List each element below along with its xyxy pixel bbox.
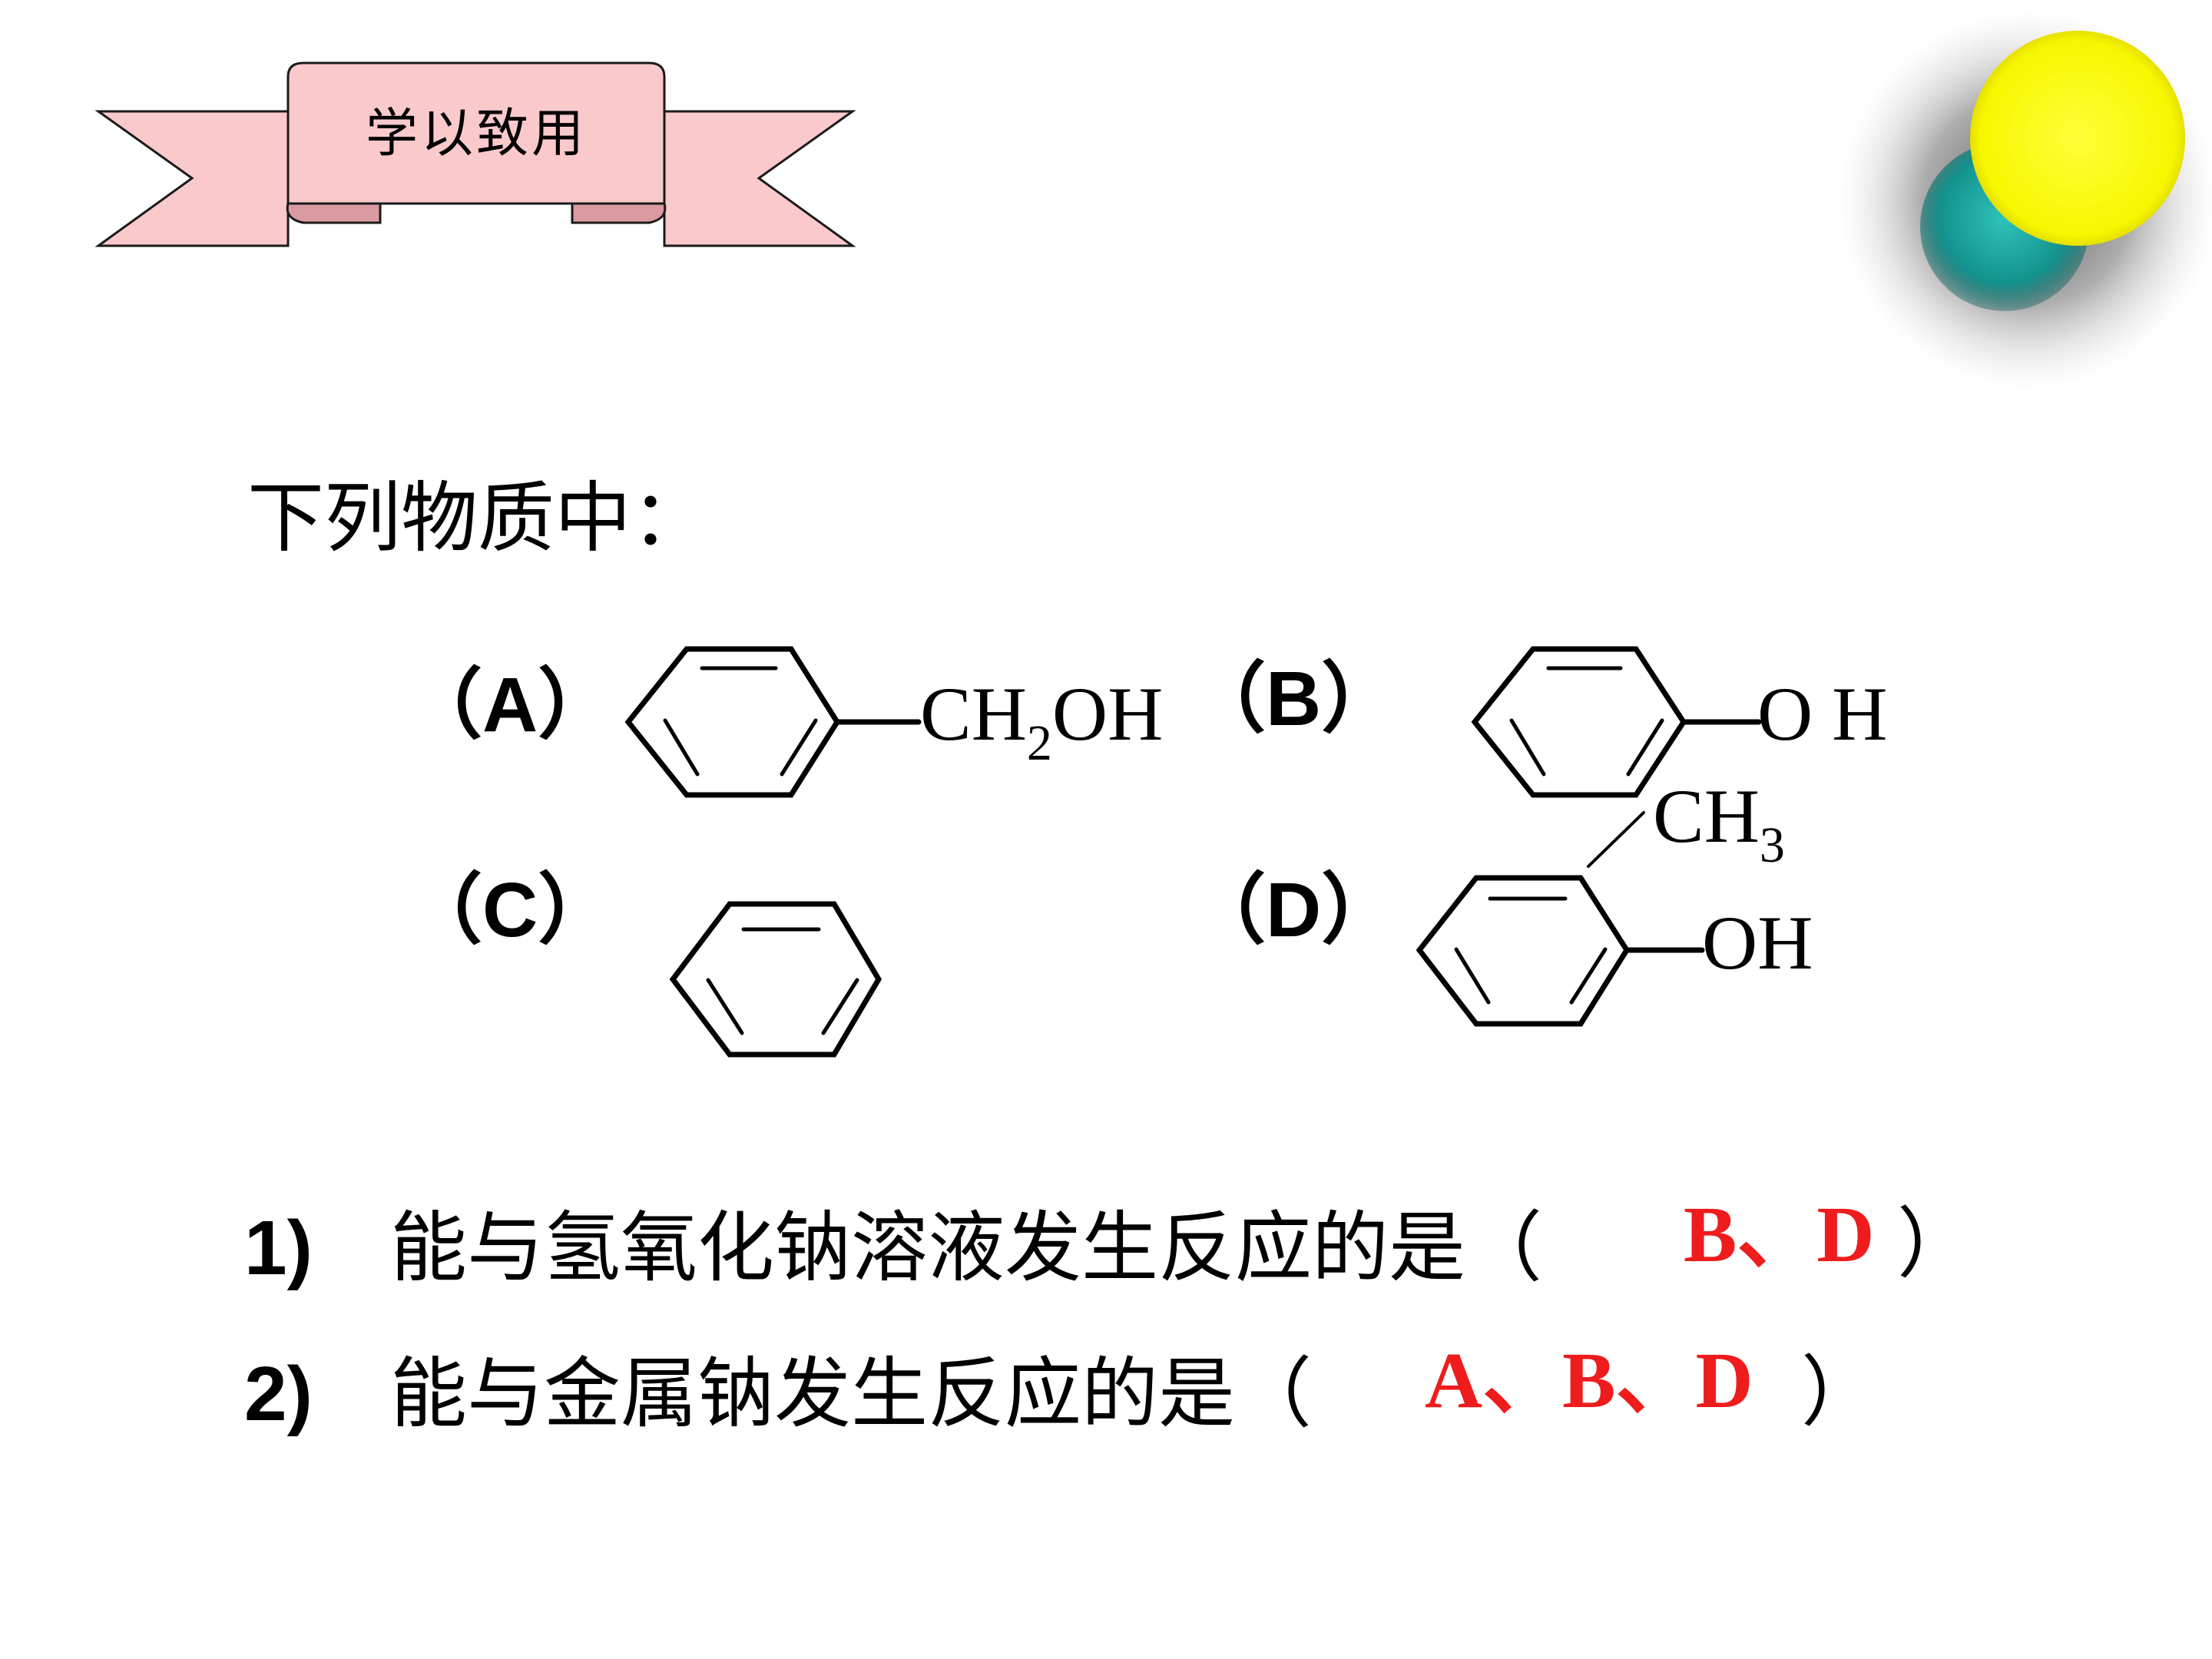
option-d-top-main: CH — [1653, 773, 1760, 859]
question-2-text: 能与金属钠发生反应的是（ — [390, 1349, 1312, 1439]
benzene-ring-d — [1416, 811, 1705, 1027]
question-2-answer: A、B、D — [1425, 1336, 1753, 1425]
benzene-ring-b — [1471, 646, 1762, 798]
option-a-formula-sub: 2 — [1026, 715, 1052, 771]
banner-title: 学以致用 — [365, 104, 587, 164]
question-1-answer: B、D — [1684, 1190, 1875, 1279]
question-2-close: ） — [1801, 1347, 1878, 1437]
option-b-label: （B） — [1189, 656, 1399, 742]
intro-text: 下列物质中： — [247, 473, 708, 563]
question-1-number: 1) — [244, 1205, 313, 1291]
question-1: 1) 能与氢氧化钠溶液发生反应的是（ — [244, 1198, 1542, 1298]
question-1-close: ） — [1897, 1199, 1974, 1289]
option-a-formula-main: CH — [920, 671, 1027, 757]
question-2: 2) 能与金属钠发生反应的是（ — [244, 1344, 1312, 1444]
question-2-number: 2) — [244, 1351, 313, 1437]
decorative-orbs — [1836, 8, 2212, 392]
option-b-formula: O H — [1757, 671, 1888, 757]
banner-ribbon — [94, 61, 856, 247]
option-d-side-formula: OH — [1702, 900, 1813, 985]
question-1-text: 能与氢氧化钠溶液发生反应的是（ — [390, 1203, 1542, 1293]
option-c-label: （C） — [406, 867, 615, 953]
option-d-top-formula: CH3 — [1653, 773, 1785, 874]
option-d-label: （D） — [1189, 867, 1399, 953]
option-d-top-sub: 3 — [1759, 817, 1785, 873]
option-a-label: （A） — [406, 662, 615, 748]
benzene-ring-a — [624, 646, 922, 798]
benzene-ring-c — [669, 901, 882, 1058]
option-a-formula: CH2OH — [920, 671, 1164, 772]
option-a-formula-tail: OH — [1051, 671, 1164, 757]
